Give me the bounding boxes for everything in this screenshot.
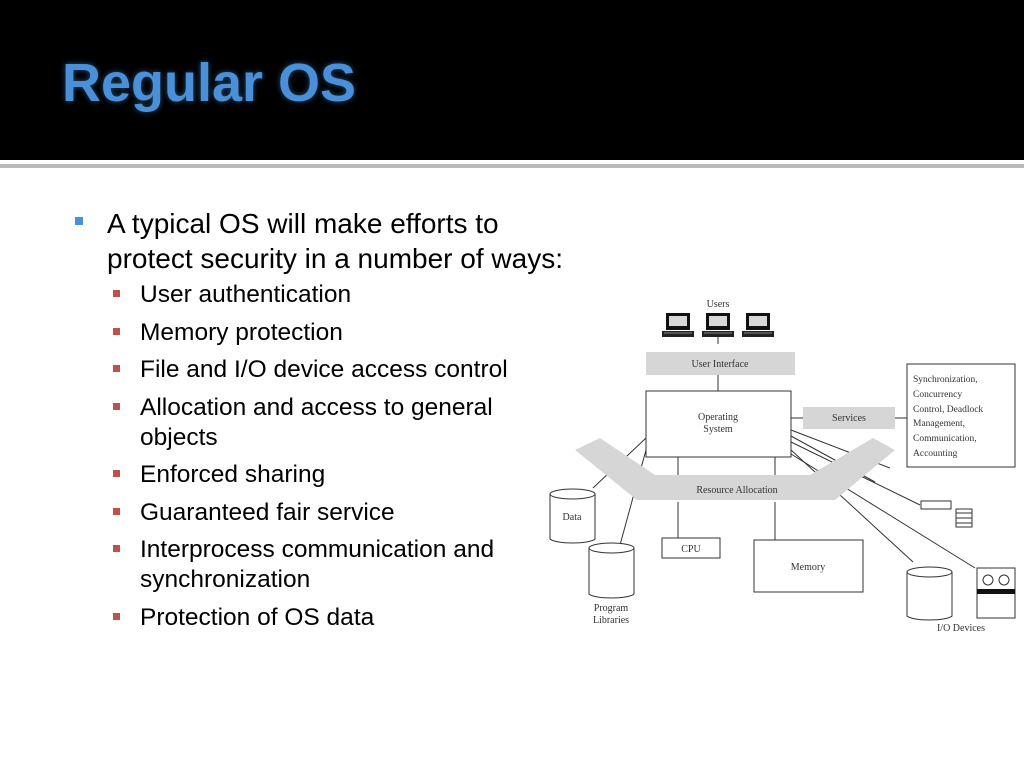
sub-bullet-text: User authentication — [140, 281, 352, 308]
services-label: Services — [832, 413, 866, 424]
data-label: Data — [563, 512, 582, 523]
os-label-line1: Operating — [698, 412, 738, 423]
sub-bullet-text: Memory protection — [140, 318, 343, 346]
services-bar — [803, 407, 895, 429]
device-icon — [920, 500, 973, 528]
sub-bullet-text: Enforced sharing — [140, 461, 326, 488]
sub-bullet-text: File and I/O device access control — [140, 356, 508, 383]
services-detail-line: Communication, — [913, 434, 977, 444]
sub-bullet: Interprocess communication and synchroni… — [72, 535, 570, 595]
cpu-box — [661, 537, 721, 559]
sub-bullet: Guaranteed fair service — [72, 498, 582, 528]
sub-bullet: Enforced sharing — [72, 460, 582, 490]
title-bar: Regular OS — [0, 0, 1024, 160]
square-bullet-icon — [113, 545, 120, 552]
operating-system-box — [645, 390, 792, 458]
program-libraries-cylinder-icon — [588, 542, 635, 599]
computer-icon — [702, 313, 734, 337]
memory-label: Memory — [791, 562, 825, 573]
sub-bullet: Allocation and access to general objects — [72, 393, 570, 453]
program-libraries-line2: Libraries — [593, 615, 629, 626]
program-libraries-line1: Program — [594, 603, 629, 614]
user-interface-bar — [646, 352, 795, 375]
services-detail-line: Concurrency — [913, 390, 962, 400]
data-cylinder-icon — [549, 488, 596, 544]
bullet-list: A typical OS will make efforts to protec… — [72, 206, 582, 640]
services-detail-line: Accounting — [913, 449, 958, 459]
slide-title: Regular OS — [62, 53, 357, 113]
resource-allocation-label: Resource Allocation — [696, 485, 777, 496]
sub-bullet-list: User authentication Memory protection Fi… — [72, 280, 582, 633]
sub-bullet: User authentication — [72, 280, 582, 310]
divider-white — [0, 160, 1024, 164]
io-devices-label: I/O Devices — [937, 623, 985, 634]
memory-box — [753, 539, 864, 593]
user-interface-label: User Interface — [692, 359, 749, 370]
services-detail-line: Synchronization, — [913, 375, 978, 385]
square-bullet-icon — [113, 365, 120, 372]
square-bullet-icon — [75, 217, 83, 225]
services-detail-box — [906, 363, 1016, 468]
resource-allocation-band — [575, 438, 895, 500]
divider-grey — [0, 164, 1024, 168]
sub-bullet-text: Interprocess communication and synchroni… — [140, 536, 495, 593]
square-bullet-icon — [113, 327, 120, 335]
os-diagram-svg: Users User Interface Resource Allocation… — [549, 299, 1016, 634]
main-bullet: A typical OS will make efforts to protec… — [72, 206, 582, 276]
sub-bullet-text: Allocation and access to general objects — [140, 393, 493, 451]
sub-bullet: Protection of OS data — [72, 603, 582, 633]
sub-bullet-text: Protection of OS data — [140, 603, 375, 631]
os-label-line2: System — [703, 424, 733, 435]
square-bullet-icon — [113, 507, 120, 515]
square-bullet-icon — [113, 470, 120, 477]
tape-drive-icon — [976, 567, 1016, 619]
disk-cylinder-icon — [906, 566, 953, 621]
main-bullet-text: A typical OS will make efforts to protec… — [107, 208, 563, 274]
square-bullet-icon — [113, 402, 120, 410]
computer-icon — [662, 313, 694, 337]
os-diagram: Users User Interface Resource Allocation… — [545, 290, 1024, 640]
computer-icon — [742, 313, 774, 337]
cpu-label: CPU — [681, 544, 701, 555]
sub-bullet: File and I/O device access control — [72, 355, 582, 385]
square-bullet-icon — [113, 612, 120, 620]
square-bullet-icon — [113, 290, 120, 297]
users-label: Users — [707, 299, 730, 310]
sub-bullet-text: Guaranteed fair service — [140, 498, 395, 526]
services-detail-line: Management, — [913, 419, 965, 429]
sub-bullet: Memory protection — [72, 318, 582, 348]
services-detail-line: Control, Deadlock — [913, 405, 983, 415]
